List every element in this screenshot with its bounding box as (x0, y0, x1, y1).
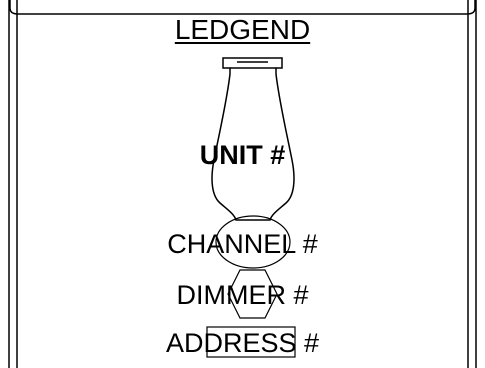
legend-title: LEDGEND (174, 14, 311, 45)
channel-number-label: CHANNEL # (167, 229, 318, 259)
address-rectangle-icon (206, 326, 296, 358)
lighting-unit-symbol (211, 57, 295, 221)
channel-ellipse-icon (215, 215, 291, 269)
legend-border (8, 0, 477, 368)
unit-number-label: UNIT # (199, 140, 286, 170)
dimmer-number-label: DIMMER # (176, 280, 309, 310)
dimmer-hexagon-icon (227, 269, 278, 319)
address-number-label: ADDRESS # (165, 328, 320, 358)
